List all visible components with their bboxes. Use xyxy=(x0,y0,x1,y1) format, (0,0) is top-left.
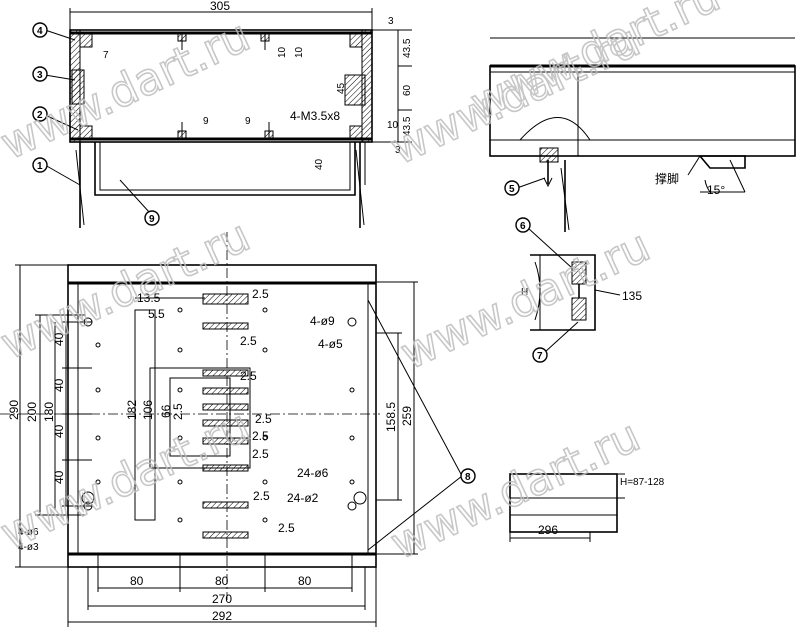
hole-label-5: 4-ø5 xyxy=(318,337,343,351)
side-view: 撑脚 15° xyxy=(489,37,796,232)
width-outer-label: 292 xyxy=(212,609,232,623)
callout-1 xyxy=(32,157,48,173)
vent-slots xyxy=(202,293,249,539)
inner-label-9b: 9 xyxy=(245,116,251,127)
right-label-43-5-bottom: 43.5 xyxy=(402,116,413,136)
detail-h-label: H xyxy=(521,287,528,298)
detail-view: H 135 xyxy=(521,254,642,331)
inner-label-9a: 9 xyxy=(203,116,209,127)
right-label-3-top: 3 xyxy=(388,16,394,27)
slot-label-9: 2.5 xyxy=(171,403,185,420)
svg-text:6: 6 xyxy=(520,221,526,232)
angle-label: 15° xyxy=(707,183,725,197)
slot-label-3: 2.5 xyxy=(240,369,257,383)
width-inner-label: 270 xyxy=(212,592,232,606)
inner-label-10b: 10 xyxy=(294,46,305,58)
left-mid-label: 200 xyxy=(25,402,39,422)
slot-label-8: 2.5 xyxy=(278,521,295,535)
detail-135-label: 135 xyxy=(622,289,642,303)
slot-label-6: 2.5 xyxy=(252,447,269,461)
left-inner-label: 180 xyxy=(42,402,56,422)
callout-8-group: 8 xyxy=(367,299,476,551)
callouts-top: 4 3 2 1 9 xyxy=(32,22,160,226)
svg-text:8: 8 xyxy=(465,472,471,483)
callout-2 xyxy=(32,106,48,122)
screw-label: 4-M3.5x8 xyxy=(290,109,340,123)
svg-text:9: 9 xyxy=(149,214,155,225)
callout-7 xyxy=(532,347,548,363)
callout-3 xyxy=(32,66,48,82)
svg-text:1: 1 xyxy=(37,161,43,172)
right-label-45: 45 xyxy=(336,82,347,94)
bottom-span-2: 80 xyxy=(215,574,229,588)
center-label-106: 106 xyxy=(141,400,155,420)
small-view-label: H=87-128 xyxy=(620,477,665,488)
center-label-182: 182 xyxy=(125,400,139,420)
callout-6 xyxy=(515,217,531,233)
bottom-span-3: 80 xyxy=(298,574,312,588)
callout-5-group: 5 xyxy=(504,177,546,196)
bottom-span-1: 80 xyxy=(130,574,144,588)
slot-label-2: 2.5 xyxy=(240,334,257,348)
handle-height-label: 40 xyxy=(314,158,325,170)
right-label-60: 60 xyxy=(402,84,413,96)
callout-4 xyxy=(32,22,48,38)
small-view-width: 296 xyxy=(538,523,558,537)
center-label-66: 66 xyxy=(159,404,173,418)
callout-8 xyxy=(460,468,476,484)
spacing-label-3: 40 xyxy=(52,424,66,438)
callout-5 xyxy=(504,180,520,196)
inner-label-10c: 10 xyxy=(387,120,399,131)
right-label-259: 259 xyxy=(400,406,414,426)
svg-text:3: 3 xyxy=(37,70,43,81)
svg-text:4: 4 xyxy=(37,26,43,37)
corner-label-6: 4-ø6 xyxy=(18,527,39,538)
right-label-158-5: 158.5 xyxy=(384,402,398,432)
top-view: 305 7 10 10 10 9 9 xyxy=(69,0,413,228)
callouts-detail: 6 7 xyxy=(515,217,579,363)
watermark-4: www.dart.ru xyxy=(0,210,258,370)
top-label-13-5: 13.5 xyxy=(137,291,161,305)
hole-label-6: 24-ø6 xyxy=(297,466,329,480)
corner-label-3: 4-ø3 xyxy=(18,542,39,553)
left-outer-label: 290 xyxy=(7,400,21,420)
bottom-view: 290 200 180 40 40 40 40 182 106 66 13.5 … xyxy=(0,232,418,627)
slot-label-4: 2.5 xyxy=(255,412,272,426)
spacing-label-1: 40 xyxy=(52,332,66,346)
hole-label-9: 4-ø9 xyxy=(310,314,335,328)
inner-label-10a: 10 xyxy=(277,46,288,58)
svg-text:2: 2 xyxy=(37,110,43,121)
spacing-label-2: 40 xyxy=(52,378,66,392)
hole-label-2: 24-ø2 xyxy=(287,491,319,505)
watermark-7: www.dart.ru xyxy=(383,410,648,570)
slot-label-1: 2.5 xyxy=(252,287,269,301)
holes xyxy=(81,307,367,523)
slot-label-7: 2.5 xyxy=(253,489,270,503)
svg-text:5: 5 xyxy=(509,184,515,195)
small-view: H=87-128 296 xyxy=(509,473,665,542)
top-width-label: 305 xyxy=(210,0,230,13)
right-label-3-bottom: 3 xyxy=(395,145,401,156)
svg-text:7: 7 xyxy=(537,351,543,362)
callout-9 xyxy=(144,210,160,226)
spacing-label-4: 40 xyxy=(52,470,66,484)
foot-label: 撑脚 xyxy=(655,171,679,186)
watermark-5: www.dart.ru xyxy=(393,220,658,380)
inner-label-7: 7 xyxy=(103,50,109,61)
top-label-5-5: 5.5 xyxy=(148,307,165,321)
right-label-43-5-top: 43.5 xyxy=(402,38,413,58)
